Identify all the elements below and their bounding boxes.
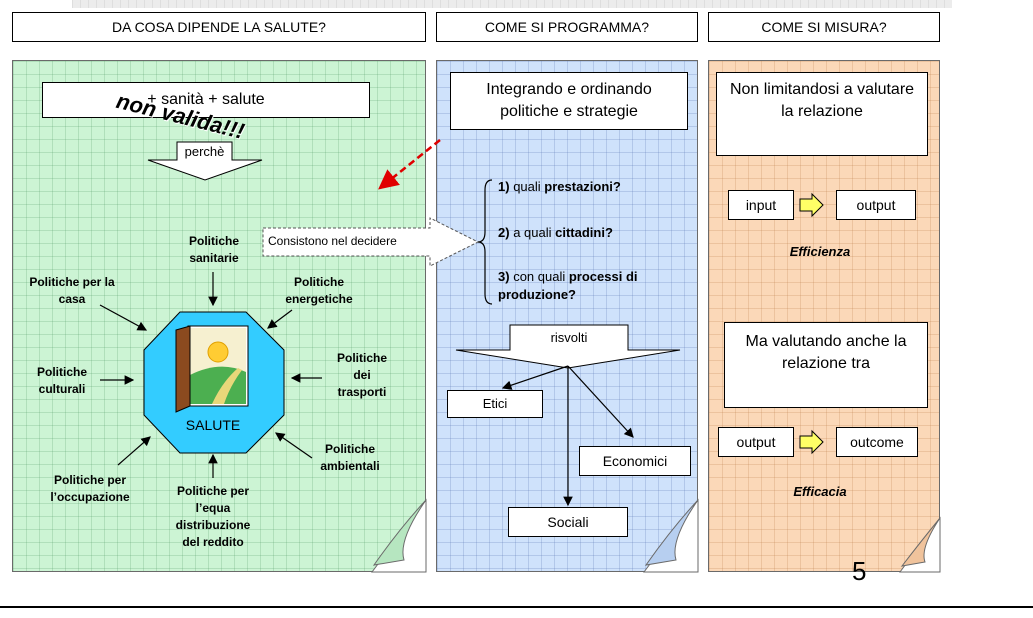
- yellow-arrow-2: [799, 429, 824, 455]
- output-2-text: output: [736, 434, 776, 450]
- sociali-text: Sociali: [547, 514, 589, 530]
- policy-trasporti: Politiche dei trasporti: [336, 351, 387, 399]
- fold-flap-col1: [372, 499, 427, 566]
- q2-num: 2): [498, 225, 510, 240]
- outcome-box: outcome: [836, 427, 918, 457]
- yellow-arrow-1: [799, 192, 824, 218]
- q3-num: 3): [498, 269, 510, 284]
- policy-reddito: Politiche per l’equa distribuzione del r…: [175, 484, 251, 549]
- question-3: 3) con quali processi di produzione?: [498, 268, 688, 304]
- question-2: 2) a quali cittadini?: [498, 224, 613, 242]
- arrow-occupazione: [117, 436, 151, 466]
- measure-box-1: Non limitandosi a valutare la relazione: [716, 72, 928, 156]
- policy-casa: Politiche per la casa: [29, 275, 115, 306]
- arrow-energetiche: [267, 309, 293, 329]
- question-1: 1) quali prestazioni?: [498, 178, 621, 196]
- arrow-etici: [501, 365, 569, 390]
- header-col3-text: COME SI MISURA?: [761, 19, 887, 35]
- q3-text: con quali: [513, 269, 566, 284]
- perche-arrow-shape: [147, 141, 263, 181]
- input-text: input: [745, 197, 777, 213]
- risvolti-label: risvolti: [550, 330, 588, 345]
- intro-box: Integrando e ordinando politiche e strat…: [450, 72, 688, 130]
- panel-col2: [436, 60, 698, 572]
- policy-ambientali: Politiche ambientali: [320, 442, 380, 473]
- q2-bold: cittadini?: [555, 225, 613, 240]
- perche-label: perchè: [184, 144, 225, 159]
- equation-box: + sanità + salute: [42, 82, 370, 118]
- policy-energetiche: Politiche energetiche: [285, 275, 353, 306]
- intro-text: Integrando e ordinando politiche e strat…: [486, 81, 652, 120]
- sun-icon: [207, 341, 229, 363]
- efficacia-label: Efficacia: [793, 484, 847, 499]
- red-dashed-arrow: [378, 139, 441, 190]
- salute-label: SALUTE: [185, 417, 241, 433]
- sociali-box: Sociali: [508, 507, 628, 537]
- measure-box-1-text: Non limitandosi a valutare la relazione: [729, 81, 915, 120]
- fold-flap-col2: [644, 499, 699, 566]
- output-box-1: output: [836, 190, 916, 220]
- economici-text: Economici: [602, 453, 668, 469]
- q2-text: a quali: [513, 225, 552, 240]
- header-col2: COME SI PROGRAMMA?: [436, 12, 698, 42]
- header-col1-text: DA COSA DIPENDE LA SALUTE?: [112, 19, 326, 35]
- arrow-ambientali: [275, 432, 313, 459]
- questions-brace: [477, 179, 493, 305]
- q1-bold: prestazioni?: [544, 179, 621, 194]
- arrow-casa: [99, 304, 148, 331]
- fold-flap-col3: [900, 517, 941, 567]
- arrow-economici: [567, 365, 634, 438]
- output-box-2: output: [718, 427, 794, 457]
- door-icon: [175, 325, 191, 413]
- measure-box-2: Ma valutando anche la relazione tra: [724, 322, 928, 408]
- page-number: 5: [852, 556, 867, 586]
- policy-sanitarie: Politiche sanitarie: [188, 234, 239, 265]
- path-shape: [212, 368, 242, 404]
- input-box: input: [728, 190, 794, 220]
- q1-text: quali: [513, 179, 541, 194]
- efficienza-label: Efficienza: [789, 244, 851, 259]
- header-col3: COME SI MISURA?: [708, 12, 940, 42]
- economici-box: Economici: [579, 446, 691, 476]
- top-grid-band: [72, 0, 952, 8]
- q3-bold: processi di produzione?: [498, 269, 638, 302]
- q1-num: 1): [498, 179, 510, 194]
- header-col2-text: COME SI PROGRAMMA?: [484, 19, 650, 35]
- outcome-text: outcome: [850, 434, 904, 450]
- equation-text: + sanità + salute: [147, 91, 265, 108]
- policy-culturali: Politiche culturali: [36, 365, 87, 396]
- risvolti-arrow-shape: [455, 324, 681, 369]
- etici-text: Etici: [482, 396, 508, 411]
- output-1-text: output: [856, 197, 896, 213]
- callout-label: Consistono nel decidere: [268, 234, 397, 248]
- policy-occupazione: Politiche per l’occupazione: [50, 473, 130, 504]
- measure-box-2-text: Ma valutando anche la relazione tra: [745, 333, 907, 372]
- header-col1: DA COSA DIPENDE LA SALUTE?: [12, 12, 426, 42]
- callout-arrow-shape: [262, 217, 480, 267]
- etici-box: Etici: [447, 390, 543, 418]
